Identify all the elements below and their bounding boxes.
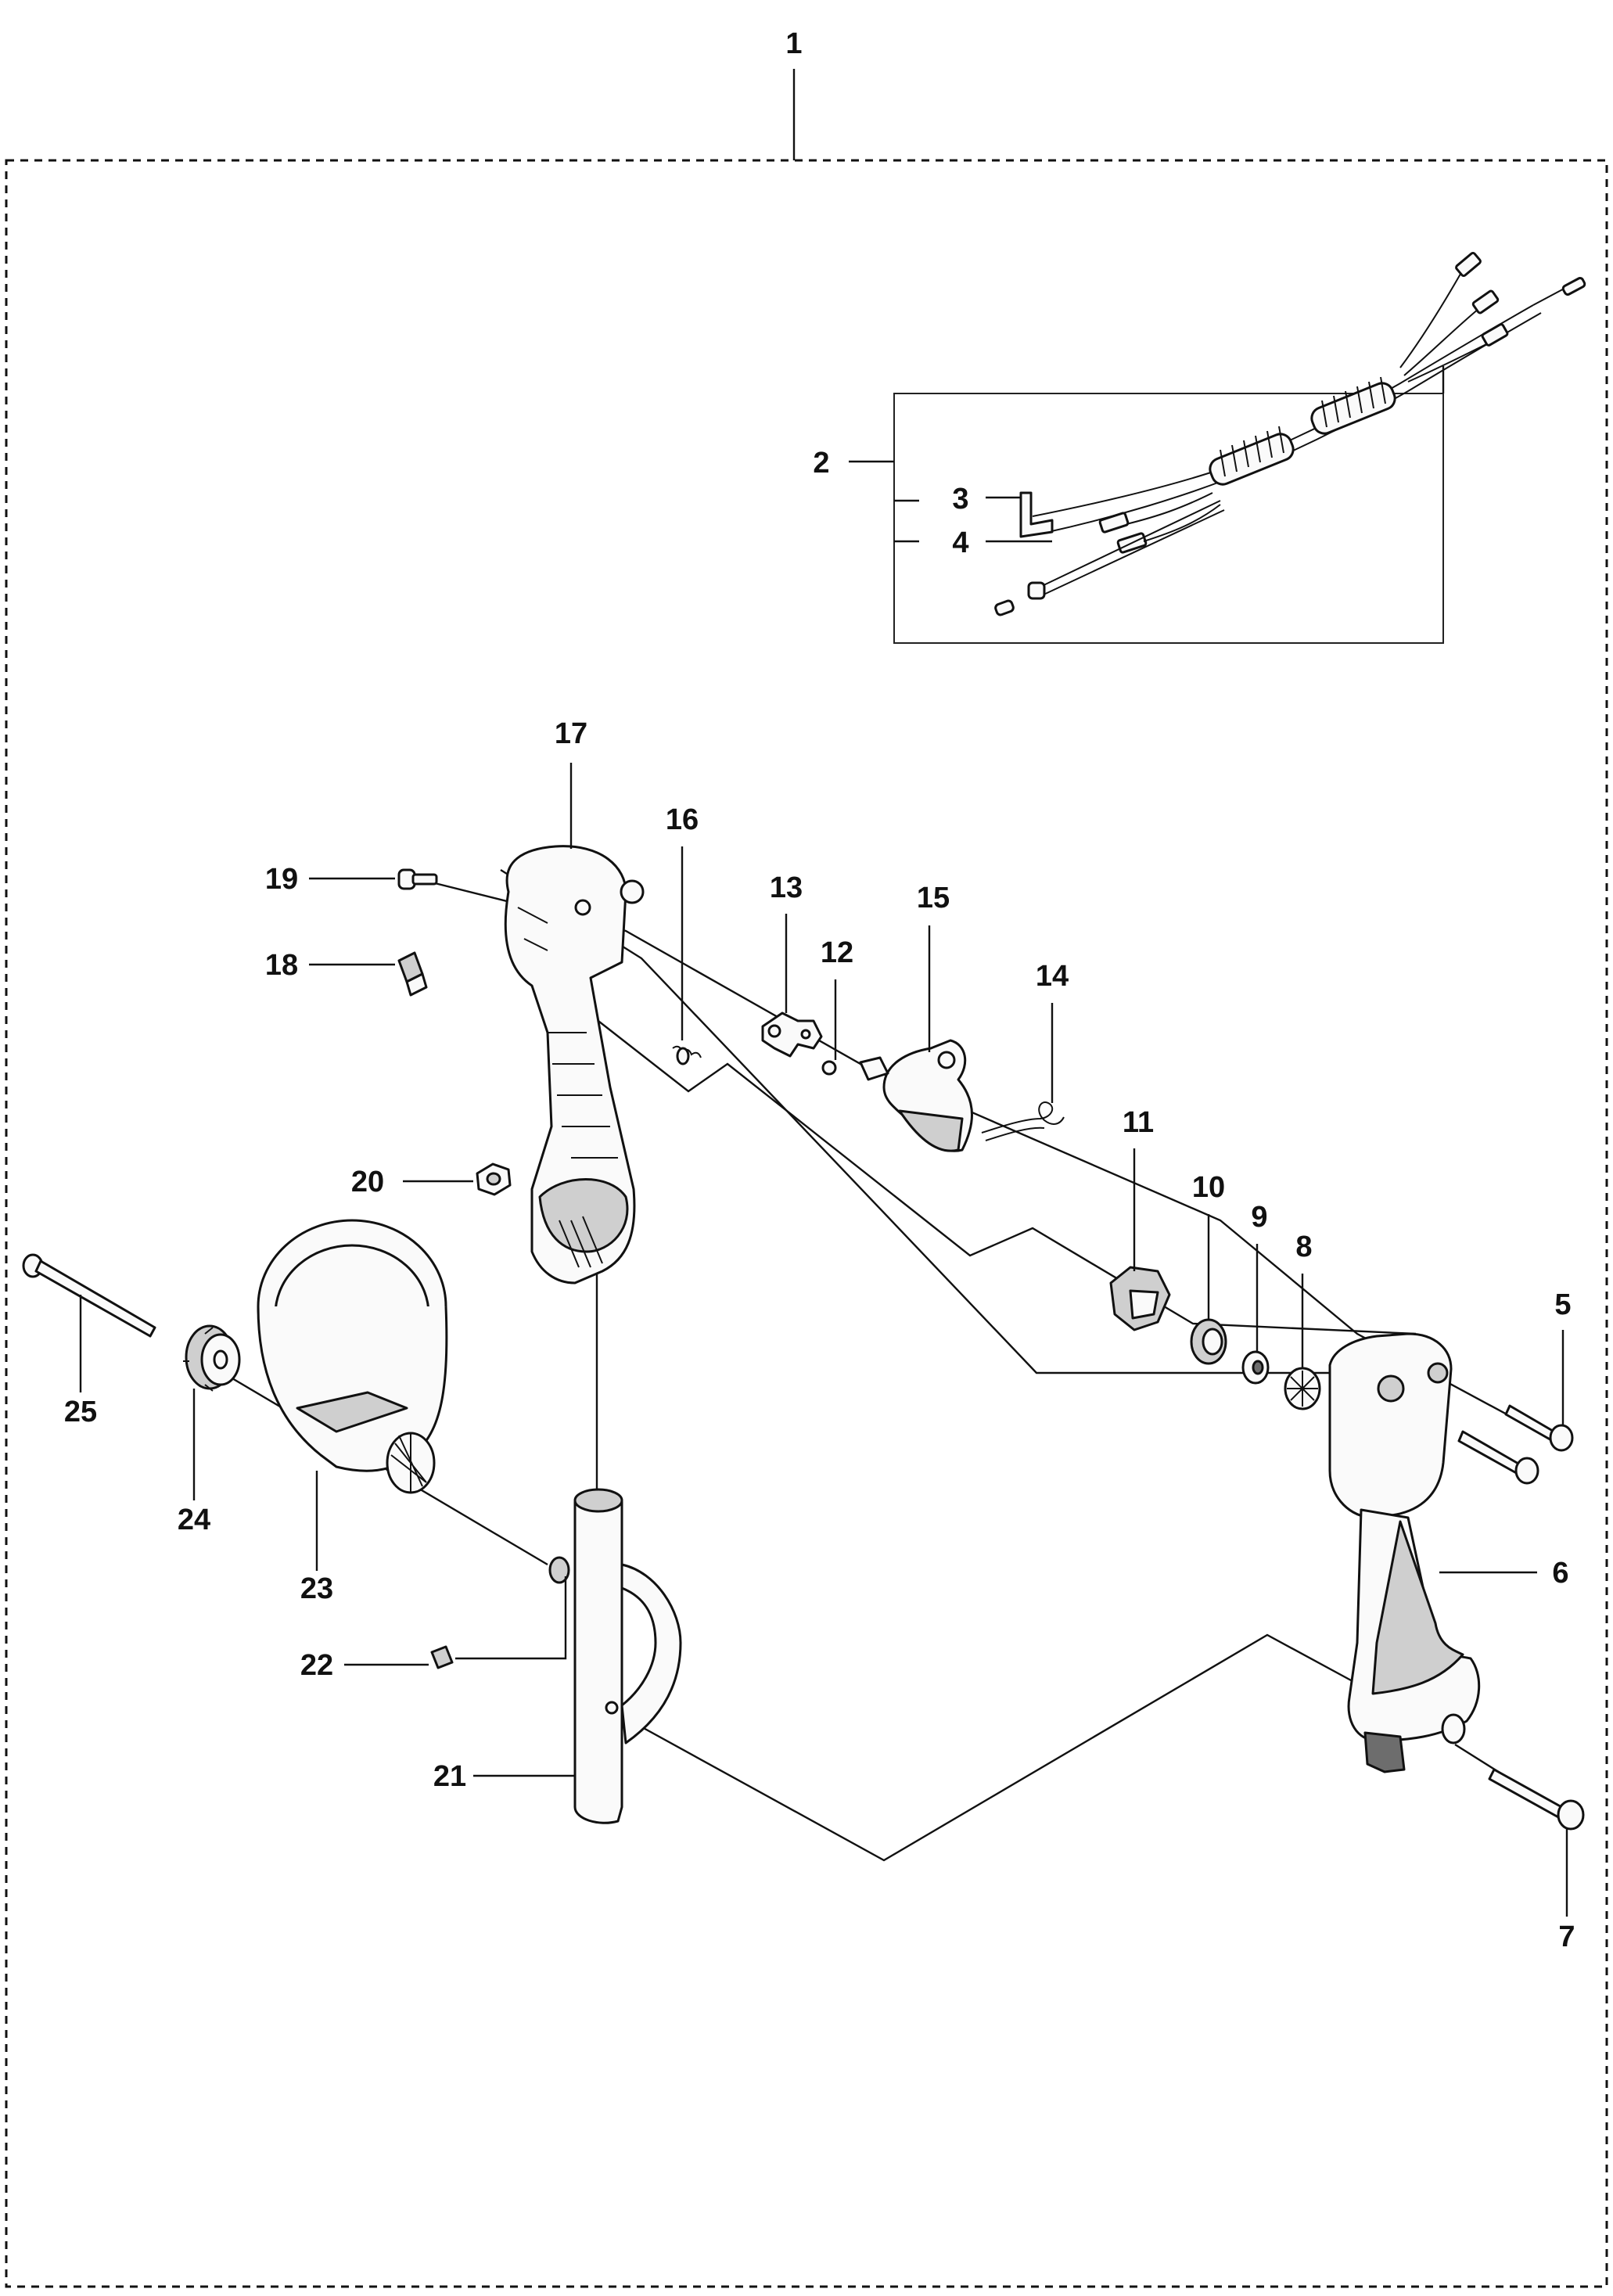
wire-spring-14 xyxy=(981,1101,1065,1141)
callout-23: 23 xyxy=(300,1572,333,1605)
pin-12 xyxy=(821,1060,837,1076)
harness-kit-box xyxy=(893,393,1444,644)
harness-lead-right-1 xyxy=(1399,269,1464,368)
square-nut-22 xyxy=(430,1645,454,1669)
harness-lead-left xyxy=(1126,492,1213,525)
callout-17: 17 xyxy=(555,717,587,750)
connector-terminal xyxy=(1471,289,1500,314)
bolt-25 xyxy=(22,1253,156,1338)
screw-5 xyxy=(1457,1404,1574,1485)
spring-16 xyxy=(672,1045,702,1065)
front-handle-tube-21 xyxy=(548,1488,682,1824)
corrugated-sleeve xyxy=(1209,376,1396,486)
assembly-line-handle-bottom xyxy=(602,1633,1362,1862)
harness-cable xyxy=(1032,304,1534,517)
connector-terminal xyxy=(1455,251,1482,278)
connector-terminal xyxy=(1481,323,1509,347)
callout-3: 3 xyxy=(952,483,968,516)
callout-19: 19 xyxy=(265,863,298,896)
callout-9: 9 xyxy=(1251,1201,1267,1234)
harness-bracket xyxy=(1019,491,1054,538)
callout-7: 7 xyxy=(1558,1921,1575,1953)
callout-18: 18 xyxy=(265,949,298,982)
throttle-cable-outer xyxy=(1040,509,1225,597)
stop-switch-11 xyxy=(1109,1266,1171,1331)
bushing-10 xyxy=(1190,1318,1227,1365)
washer-9 xyxy=(1241,1350,1270,1385)
cable-end-fitting xyxy=(1561,277,1586,296)
throttle-cable xyxy=(1040,500,1221,587)
knob-24 xyxy=(183,1324,241,1392)
harness-lead-left-2 xyxy=(1143,504,1221,542)
cable-nipple xyxy=(1027,581,1046,600)
callout-12: 12 xyxy=(821,936,853,969)
harness-lead-right-3 xyxy=(1407,343,1487,383)
nut-18 xyxy=(397,951,428,997)
assembly-line-lower xyxy=(562,993,1417,1335)
callout-8: 8 xyxy=(1295,1231,1312,1263)
handle-clamp-23 xyxy=(257,1219,448,1494)
callout-10: 10 xyxy=(1192,1171,1225,1204)
callout-21: 21 xyxy=(433,1760,466,1793)
cable-ferrule xyxy=(994,599,1015,616)
callout-15: 15 xyxy=(917,882,950,914)
assembly-line-main xyxy=(500,868,1451,1374)
harness-lead-right-2 xyxy=(1403,308,1479,376)
screw-19 xyxy=(397,868,438,890)
callout-6: 6 xyxy=(1552,1557,1568,1590)
callout-20: 20 xyxy=(351,1166,384,1198)
leader-22-tube xyxy=(455,1576,567,1660)
throttle-trigger-15 xyxy=(859,1039,973,1152)
harness-cable-2 xyxy=(1047,312,1542,533)
wiring-harness-group: 2 3 4 xyxy=(813,251,1586,644)
callout-25: 25 xyxy=(64,1396,97,1428)
callout-24: 24 xyxy=(178,1504,210,1536)
rear-handle-6 xyxy=(1328,1332,1481,1773)
connector-terminal xyxy=(1098,512,1130,534)
callout-4: 4 xyxy=(952,526,968,559)
callout-16: 16 xyxy=(666,803,699,836)
lock-plate-13 xyxy=(761,1011,823,1058)
callout-22: 22 xyxy=(300,1649,333,1682)
handle-housing-half xyxy=(504,845,645,1285)
callout-11: 11 xyxy=(1123,1106,1154,1139)
nut-20 xyxy=(476,1162,512,1196)
assembly-frame xyxy=(5,159,1608,2288)
callout-14: 14 xyxy=(1036,960,1069,993)
screw-7 xyxy=(1488,1768,1585,1831)
star-washer-8 xyxy=(1284,1367,1321,1410)
callout-13: 13 xyxy=(770,871,803,904)
callout-2: 2 xyxy=(813,447,829,480)
callout-5: 5 xyxy=(1554,1288,1571,1321)
callout-1: 1 xyxy=(785,27,802,60)
